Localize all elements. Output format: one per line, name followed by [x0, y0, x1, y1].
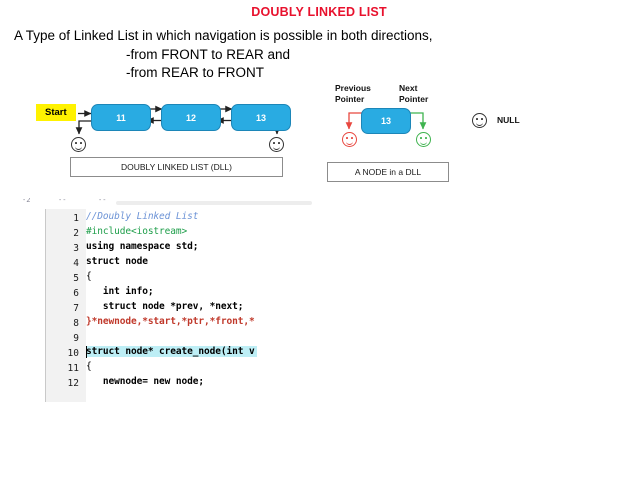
code-line-2: #include<iostream>	[86, 226, 188, 237]
code-line-number: 3	[73, 243, 79, 254]
intro-text-line-2: -from FRONT to REAR and	[126, 47, 291, 62]
null-smiley-icon-left	[71, 137, 86, 152]
code-line-number: 4	[73, 258, 79, 269]
legend-null-label: NULL	[497, 115, 520, 125]
code-line-3: using namespace std;	[86, 241, 199, 252]
code-line-12: newnode= new node;	[86, 376, 205, 387]
previous-null-smiley-icon	[342, 132, 357, 147]
dll-node-1: 11	[91, 104, 151, 131]
code-line-11: {	[86, 361, 92, 372]
next-pointer-label-line2: Pointer	[399, 94, 429, 104]
code-editor-ghost-marks: -2	[22, 198, 31, 204]
code-editor-ghost-marks-2: --	[58, 198, 67, 204]
code-line-number: 1	[73, 213, 79, 224]
dll-node-3-value: 13	[255, 112, 266, 123]
page-title: DOUBLY LINKED LIST	[251, 5, 387, 19]
dll-chain-diagram: Start 11 12 13 DOUBLY LINKED LIST (DLL)	[0, 95, 320, 190]
dll-caption-box: DOUBLY LINKED LIST (DLL)	[70, 157, 283, 177]
legend-null-smiley-icon	[472, 113, 487, 128]
code-caret	[86, 346, 88, 358]
code-line-number: 2	[73, 228, 79, 239]
single-node-value: 13	[380, 116, 391, 126]
dll-node-1-value: 11	[116, 112, 126, 123]
node-caption-text: A NODE in a DLL	[354, 167, 422, 177]
node-caption-box: A NODE in a DLL	[327, 162, 449, 182]
code-line-6: int info;	[86, 286, 154, 297]
code-line-number-gutter: 1 2 3 4 5 6 7 8 9 10 11 12	[46, 209, 86, 402]
intro-text-line-3: -from REAR to FRONT	[126, 65, 265, 80]
code-text-area[interactable]: //Doubly Linked List #include<iostream> …	[86, 209, 312, 402]
code-line-10: struct node* create_node(int v	[86, 346, 257, 357]
previous-pointer-label: Previous Pointer	[335, 83, 371, 105]
code-editor-panel[interactable]: -2 -- -- 1 2 3 4 5 6 7 8 9 10 11 12 //Do…	[20, 198, 312, 402]
code-line-4: struct node	[86, 256, 148, 267]
dll-node-2-value: 12	[185, 112, 196, 123]
code-line-7: struct node *prev, *next;	[86, 301, 244, 312]
code-line-8: }*newnode,*start,*ptr,*front,*	[86, 316, 255, 327]
single-node-diagram: Previous Pointer Next Pointer 13 A NODE …	[320, 80, 638, 190]
code-line-1: //Doubly Linked List	[86, 211, 199, 222]
code-line-number: 6	[73, 288, 79, 299]
code-editor-ghost-marks-3: --	[98, 198, 107, 204]
next-pointer-label: Next Pointer	[399, 83, 428, 105]
code-line-number: 5	[73, 273, 79, 284]
intro-text-line-1: A Type of Linked List in which navigatio…	[14, 28, 433, 43]
start-label: Start	[36, 104, 76, 121]
dll-node-2: 12	[161, 104, 221, 131]
code-line-number: 9	[73, 333, 79, 344]
code-line-number: 11	[67, 363, 79, 374]
code-line-number: 8	[73, 318, 79, 329]
code-line-number: 10	[67, 348, 79, 359]
dll-node-3: 13	[231, 104, 291, 131]
code-line-number: 12	[67, 378, 79, 389]
code-line-number: 7	[73, 303, 79, 314]
previous-pointer-label-line1: Previous	[335, 83, 371, 93]
single-node-box: 13	[361, 108, 411, 134]
code-line-5: {	[86, 271, 92, 282]
node-pointer-arrows	[345, 112, 427, 130]
next-pointer-label-line1: Next	[399, 83, 418, 93]
code-horizontal-scrollbar[interactable]	[116, 201, 312, 205]
next-null-smiley-icon	[416, 132, 431, 147]
code-editor-left-margin	[20, 209, 46, 402]
previous-pointer-label-line2: Pointer	[335, 94, 365, 104]
dll-caption-text: DOUBLY LINKED LIST (DLL)	[120, 162, 232, 172]
null-smiley-icon-right	[269, 137, 284, 152]
